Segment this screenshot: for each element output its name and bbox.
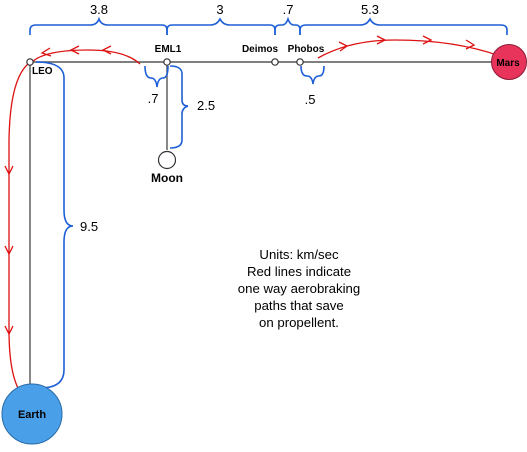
aerobrake-arrow: [40, 47, 52, 57]
aerobrake-arrow: [422, 35, 433, 45]
dv-eml1-drop: .7: [148, 91, 159, 106]
aerobrake-arrow: [4, 165, 14, 176]
dv-deimos-phobos: .7: [283, 2, 294, 17]
note-line: Units: km/sec: [259, 247, 339, 262]
eml1-label: EML1: [155, 44, 182, 55]
units-note: Units: km/sec Red lines indicate one way…: [220, 246, 378, 331]
note-line: paths that save: [254, 298, 344, 313]
earth-body: [1, 383, 63, 445]
dv-eml1-deimos: 3: [216, 2, 223, 17]
moon-label: Moon: [151, 171, 183, 185]
phobos-node: [296, 58, 304, 66]
leo-label: LEO: [32, 66, 53, 77]
aerobrake-path-eml1-leo: [31, 49, 141, 65]
dv-leo-eml1: 3.8: [90, 2, 108, 17]
deimos-node: [271, 58, 279, 66]
mars-label: Mars: [496, 58, 520, 69]
earth-label: Earth: [18, 409, 46, 421]
dv-eml1-moon: 2.5: [197, 98, 215, 113]
brace-eml1-deimos: [166, 17, 276, 35]
aerobrake-arrow: [101, 45, 112, 55]
note-line: on propellent.: [259, 315, 339, 330]
aerobrake-arrow: [4, 325, 14, 336]
brace-eml1-moon: [169, 65, 189, 149]
moon-body: [157, 150, 177, 170]
note-line: one way aerobraking: [237, 281, 361, 296]
brace-leo-eml1: [29, 16, 168, 35]
eml1-node: [163, 58, 171, 66]
aerobrake-path-leo-earth: [8, 63, 29, 391]
dv-phobos-mars: 5.3: [361, 2, 379, 17]
aerobrake-arrow: [69, 45, 80, 55]
brace-earth-leo: [35, 61, 74, 389]
deimos-label: Deimos: [242, 44, 279, 55]
note-line: Red lines indicate: [246, 264, 352, 279]
aerobrake-path-phobos-mars: [317, 39, 501, 59]
aerobrake-arrow: [465, 39, 476, 50]
brace-phobos-drop: [300, 65, 325, 85]
aerobrake-arrow: [376, 35, 387, 45]
aerobrake-arrow: [4, 245, 14, 256]
phobos-label: Phobos: [288, 44, 325, 55]
brace-deimos-phobos: [274, 16, 301, 35]
brace-eml1-drop: [144, 65, 169, 88]
brace-phobos-mars: [299, 17, 508, 35]
aerobrake-arrow: [338, 41, 349, 52]
leo-node: [26, 58, 34, 66]
dv-phobos-drop: .5: [305, 92, 316, 107]
dv-earth-leo: 9.5: [80, 219, 98, 234]
